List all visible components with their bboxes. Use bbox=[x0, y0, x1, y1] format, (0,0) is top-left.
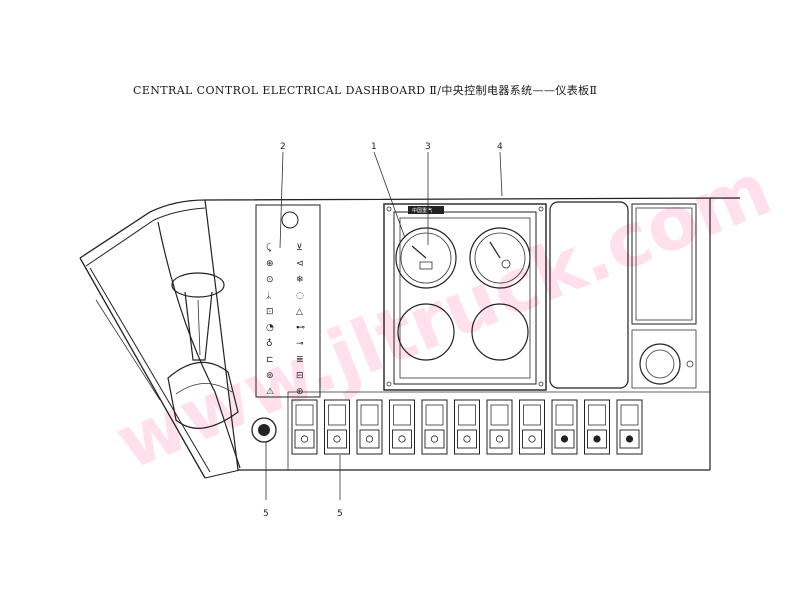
switch-housing bbox=[291, 399, 318, 455]
rocker-switch bbox=[551, 399, 578, 455]
svg-text:≣: ≣ bbox=[296, 355, 304, 365]
rocker-switch bbox=[389, 399, 415, 455]
switch-symbol-icon bbox=[398, 435, 406, 443]
svg-text:⊕: ⊕ bbox=[266, 259, 274, 269]
brand-text: 中国重汽 bbox=[412, 207, 432, 214]
callout-5-left: 5 bbox=[263, 509, 269, 519]
left-side-panel bbox=[79, 197, 741, 479]
indicator-symbols: ⤹⊻ ⊕⊲ ⊙❄ ᛦ◌ ⊡△ ◔⊷ ♁⊸ ⊏≣ ⊚⊟ ⚠⊛ bbox=[266, 242, 305, 397]
svg-text:⊲: ⊲ bbox=[296, 259, 304, 269]
switch-face bbox=[489, 429, 510, 449]
rocker-switch bbox=[291, 399, 318, 455]
svg-text:⊟: ⊟ bbox=[296, 371, 304, 381]
switch-face bbox=[619, 429, 640, 449]
switch-face bbox=[327, 429, 347, 449]
switch-housing bbox=[421, 399, 448, 455]
switch-housing bbox=[584, 399, 610, 455]
rocker-switch bbox=[584, 399, 610, 455]
gauge-cluster: 中国重汽 bbox=[383, 203, 547, 391]
rocker-switch bbox=[519, 399, 545, 455]
switch-face bbox=[392, 429, 412, 449]
switch-top bbox=[555, 404, 574, 426]
switch-top bbox=[490, 404, 509, 426]
svg-text:⊏: ⊏ bbox=[266, 355, 274, 365]
switch-housing bbox=[519, 399, 545, 455]
svg-text:⊚: ⊚ bbox=[266, 371, 274, 381]
gauge-upper-left bbox=[395, 227, 457, 289]
svg-text:⊷: ⊷ bbox=[296, 323, 305, 333]
switch-symbol-icon bbox=[333, 435, 341, 443]
callout-leaders bbox=[265, 151, 503, 500]
rocker-switch bbox=[486, 399, 513, 455]
svg-text:♁: ♁ bbox=[266, 338, 273, 349]
callout-labels: 2 1 3 4 5 5 bbox=[263, 142, 503, 519]
svg-text:❄: ❄ bbox=[296, 275, 304, 285]
switch-top bbox=[393, 404, 411, 426]
switch-bank bbox=[291, 399, 643, 455]
rocker-switch bbox=[421, 399, 448, 455]
svg-text:ᛦ: ᛦ bbox=[266, 291, 271, 301]
switch-face bbox=[522, 429, 542, 449]
diagram-title: CENTRAL CONTROL ELECTRICAL DASHBOARD Ⅱ/中… bbox=[133, 84, 598, 97]
switch-symbol-icon bbox=[430, 435, 439, 443]
switch-symbol-icon bbox=[463, 435, 471, 443]
switch-housing bbox=[616, 399, 643, 455]
switch-symbol-icon bbox=[495, 435, 504, 443]
rocker-switch bbox=[324, 399, 350, 455]
rotary-switch bbox=[251, 417, 277, 443]
switch-symbol-icon bbox=[560, 435, 569, 443]
switch-face bbox=[554, 429, 575, 449]
rocker-switch bbox=[454, 399, 480, 455]
svg-text:◔: ◔ bbox=[266, 323, 274, 333]
switch-top bbox=[295, 404, 314, 426]
indicator-lamp-panel: ⤹⊻ ⊕⊲ ⊙❄ ᛦ◌ ⊡△ ◔⊷ ♁⊸ ⊏≣ ⊚⊟ ⚠⊛ bbox=[255, 204, 321, 398]
svg-text:◌: ◌ bbox=[296, 291, 304, 301]
switch-face bbox=[424, 429, 445, 449]
switch-top bbox=[328, 404, 346, 426]
callout-1: 1 bbox=[371, 142, 377, 152]
switch-symbol-icon bbox=[528, 435, 536, 443]
switch-symbol-icon bbox=[300, 435, 309, 443]
dashboard-frame bbox=[238, 198, 711, 471]
callout-5-right: 5 bbox=[337, 509, 343, 519]
switch-symbol-icon bbox=[593, 435, 601, 443]
switch-face bbox=[457, 429, 477, 449]
switch-housing bbox=[356, 399, 383, 455]
svg-text:△: △ bbox=[296, 307, 303, 317]
svg-text:⊙: ⊙ bbox=[266, 275, 274, 285]
switch-top bbox=[588, 404, 606, 426]
switch-housing bbox=[389, 399, 415, 455]
switch-face bbox=[587, 429, 607, 449]
gauge-lower-right bbox=[471, 303, 529, 361]
switch-top bbox=[458, 404, 476, 426]
switch-housing bbox=[486, 399, 513, 455]
svg-text:⚠: ⚠ bbox=[266, 387, 274, 397]
gauge-upper-right bbox=[469, 227, 531, 289]
gauge-lower-left bbox=[397, 303, 455, 361]
switch-symbol-icon bbox=[365, 435, 374, 443]
switch-face bbox=[294, 429, 315, 449]
switch-housing bbox=[454, 399, 480, 455]
switch-housing bbox=[551, 399, 578, 455]
callout-4: 4 bbox=[497, 142, 503, 152]
switch-top bbox=[360, 404, 379, 426]
brand-plate bbox=[408, 206, 444, 214]
svg-text:⊻: ⊻ bbox=[296, 243, 303, 253]
callout-3: 3 bbox=[425, 142, 431, 152]
svg-text:⤹: ⤹ bbox=[266, 242, 272, 253]
switch-top bbox=[620, 404, 639, 426]
switch-face bbox=[359, 429, 380, 449]
switch-symbol-icon bbox=[625, 435, 634, 443]
svg-text:⊡: ⊡ bbox=[266, 307, 274, 317]
svg-text:⊸: ⊸ bbox=[296, 339, 304, 349]
gear-lever bbox=[167, 272, 239, 429]
rocker-switch bbox=[616, 399, 643, 455]
display-panel bbox=[549, 201, 697, 389]
callout-2: 2 bbox=[280, 142, 286, 152]
switch-top bbox=[425, 404, 444, 426]
switch-top bbox=[523, 404, 541, 426]
rocker-switch bbox=[356, 399, 383, 455]
switch-housing bbox=[324, 399, 350, 455]
